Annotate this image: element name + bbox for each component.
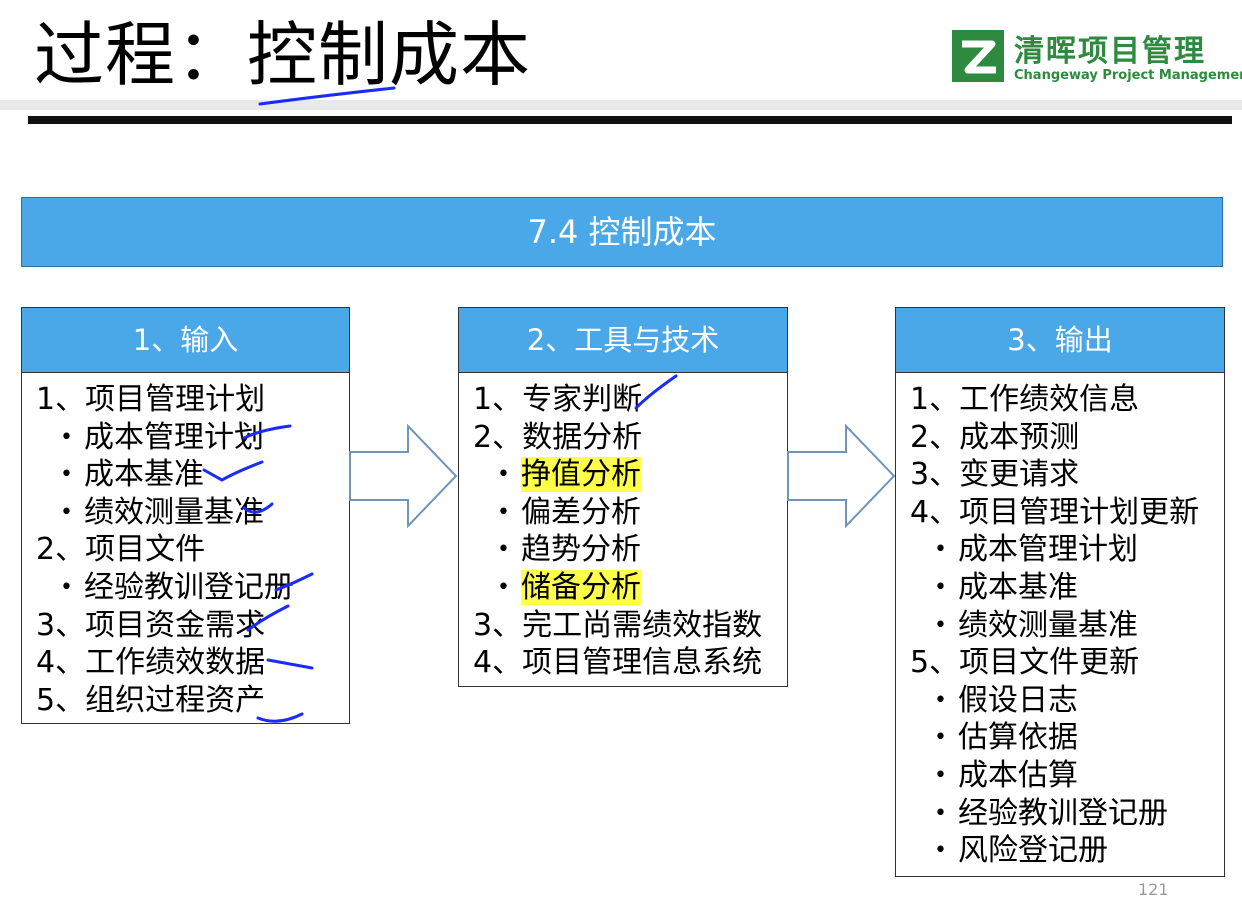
list-item-text: 2、项目文件 — [36, 532, 206, 568]
inputs-list-item: 3、项目资金需求 — [36, 607, 349, 645]
list-item-text: 风险登记册 — [958, 833, 1108, 869]
outputs-list-item: 2、成本预测 — [910, 419, 1224, 457]
inputs-list-item: • 成本基准 — [36, 456, 349, 494]
list-item-text: 绩效测量基准 — [84, 494, 264, 530]
outputs-list-item: • 估算依据 — [910, 719, 1224, 757]
tools-list-item: • 储备分析 — [473, 569, 787, 607]
list-item-text: 经验教训登记册 — [84, 569, 294, 605]
outputs-list-item: • 假设日志 — [910, 682, 1224, 720]
list-item-text: 趋势分析 — [521, 532, 641, 568]
list-item-text: 4、项目管理信息系统 — [473, 645, 763, 681]
page-number: 121 — [1138, 880, 1169, 899]
page-title: 过程：控制成本 — [34, 14, 531, 96]
bullet-icon: • — [60, 424, 73, 450]
tools-list-item: • 挣值分析 — [473, 456, 787, 494]
inputs-list-item: • 经验教训登记册 — [36, 569, 349, 607]
tools-list-item: 4、项目管理信息系统 — [473, 644, 787, 682]
bullet-icon: • — [60, 499, 73, 525]
changeway-logo-icon — [952, 30, 1004, 82]
bullet-icon: • — [497, 574, 510, 600]
bullet-icon: • — [934, 762, 947, 788]
list-item-text: 1、专家判断 — [473, 382, 643, 417]
list-item-text: 2、数据分析 — [473, 419, 643, 455]
outputs-list-item: • 绩效测量基准 — [910, 607, 1224, 645]
bullet-icon: • — [934, 612, 947, 638]
list-item-text: 绩效测量基准 — [958, 607, 1138, 643]
outputs-list-item: • 成本估算 — [910, 757, 1224, 795]
outputs-header: 3、输出 — [896, 308, 1224, 373]
list-item-text: 1、项目管理计划 — [36, 382, 266, 417]
list-item-text: 3、完工尚需绩效指数 — [473, 607, 763, 643]
list-item-text: 5、项目文件更新 — [910, 645, 1140, 681]
list-item-text: 估算依据 — [958, 720, 1078, 756]
list-item-text: 4、项目管理计划更新 — [910, 494, 1200, 530]
list-item-text: 成本基准 — [84, 457, 204, 493]
company-logo: 清晖项目管理 Changeway Project Management — [944, 26, 1242, 90]
bullet-icon: • — [497, 537, 510, 563]
list-item-text: 1、工作绩效信息 — [910, 382, 1140, 417]
inputs-list-item: 2、项目文件 — [36, 531, 349, 569]
bullet-icon: • — [934, 687, 947, 713]
bullet-icon: • — [934, 800, 947, 826]
bullet-icon: • — [934, 838, 947, 864]
bullet-icon: • — [60, 462, 73, 488]
inputs-list-item: 5、组织过程资产 — [36, 682, 349, 720]
bullet-icon: • — [934, 537, 947, 563]
outputs-list-item: • 成本管理计划 — [910, 531, 1224, 569]
header-rule-light — [0, 100, 1242, 110]
list-item-text: 成本基准 — [958, 569, 1078, 605]
list-item-text: 3、项目资金需求 — [36, 607, 266, 643]
list-item-text: 挣值分析 — [521, 457, 641, 493]
bullet-icon: • — [934, 725, 947, 751]
outputs-list-item: 4、项目管理计划更新 — [910, 494, 1224, 532]
list-item-text: 成本估算 — [958, 757, 1078, 793]
tools-list-item: 3、完工尚需绩效指数 — [473, 607, 787, 645]
tools-list-item: 2、数据分析 — [473, 419, 787, 457]
list-item-text: 2、成本预测 — [910, 419, 1080, 455]
list-item-text: 储备分析 — [521, 569, 641, 605]
inputs-list-item: • 成本管理计划 — [36, 419, 349, 457]
outputs-list-item: 1、工作绩效信息 — [910, 381, 1224, 419]
bullet-icon: • — [60, 574, 73, 600]
logo-name-en: Changeway Project Management — [1014, 68, 1242, 83]
inputs-list-item: • 绩效测量基准 — [36, 494, 349, 532]
outputs-list-item: • 成本基准 — [910, 569, 1224, 607]
list-item-text: 成本管理计划 — [84, 419, 264, 455]
list-item-text: 经验教训登记册 — [958, 795, 1168, 831]
list-item-text: 成本管理计划 — [958, 532, 1138, 568]
list-item-text: 4、工作绩效数据 — [36, 645, 266, 681]
tools-header: 2、工具与技术 — [459, 308, 787, 373]
right-arrow-icon — [349, 424, 458, 528]
bullet-icon: • — [497, 499, 510, 525]
outputs-list-item: • 经验教训登记册 — [910, 795, 1224, 833]
list-item-text: 5、组织过程资产 — [36, 682, 266, 718]
list-item-text: 偏差分析 — [521, 494, 641, 530]
list-item-text: 假设日志 — [958, 682, 1078, 718]
bullet-icon: • — [497, 462, 510, 488]
inputs-list-item: 4、工作绩效数据 — [36, 644, 349, 682]
tools-list-item: • 趋势分析 — [473, 531, 787, 569]
outputs-list-item: • 风险登记册 — [910, 832, 1224, 870]
right-arrow-icon — [787, 424, 896, 528]
outputs-list-item: 3、变更请求 — [910, 456, 1224, 494]
inputs-header: 1、输入 — [22, 308, 349, 373]
header-rule-dark — [28, 116, 1232, 124]
process-banner: 7.4 控制成本 — [21, 197, 1223, 267]
inputs-list-item: 1、项目管理计划 — [36, 381, 349, 419]
tools-list-item: • 偏差分析 — [473, 494, 787, 532]
outputs-list-item: 5、项目文件更新 — [910, 644, 1224, 682]
bullet-icon: • — [934, 574, 947, 600]
logo-name-cn: 清晖项目管理 — [1014, 34, 1206, 69]
list-item-text: 3、变更请求 — [910, 457, 1080, 493]
tools-list-item: 1、专家判断 — [473, 381, 787, 419]
